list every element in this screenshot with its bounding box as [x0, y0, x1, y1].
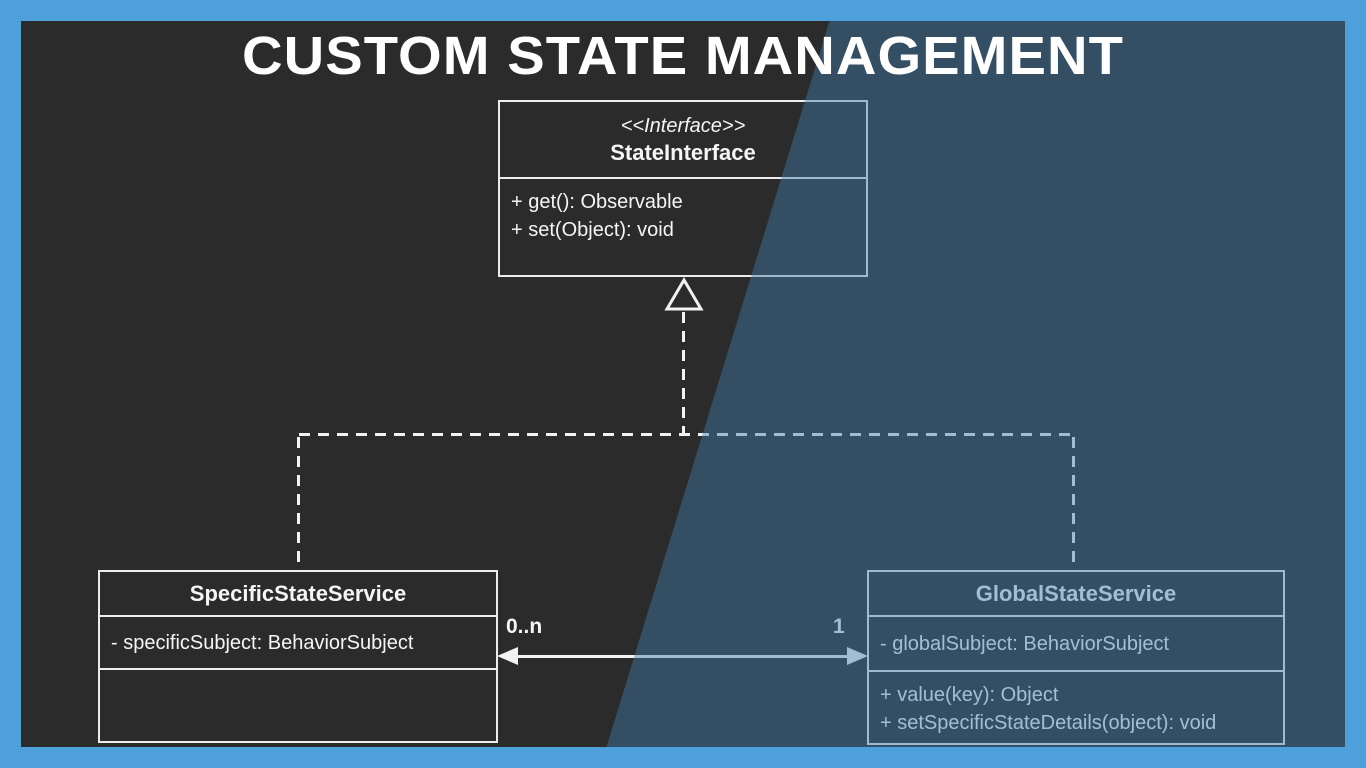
- globalstateservice-methods: + value(key): Object + setSpecificStateD…: [869, 670, 1283, 743]
- specificstateservice-header: SpecificStateService: [100, 572, 496, 615]
- multiplicity-label-right: 1: [833, 615, 845, 638]
- specificstateservice-attributes: - specificSubject: BehaviorSubject: [100, 615, 496, 668]
- class-box-globalstateservice: GlobalStateService - globalSubject: Beha…: [867, 570, 1285, 745]
- association-arrowhead-right-icon: [847, 647, 868, 665]
- frame-border-left: [0, 0, 21, 768]
- page-title: CUSTOM STATE MANAGEMENT: [242, 26, 1124, 86]
- realization-dashed-line-center: [682, 312, 685, 433]
- frame-border-bottom: [0, 747, 1366, 768]
- globalstateservice-name: GlobalStateService: [975, 581, 1177, 606]
- globalstateservice-method-value: + value(key): Object: [880, 684, 1059, 706]
- realization-dashed-line-horizontal: [299, 433, 1075, 436]
- class-box-stateinterface: <<Interface>> StateInterface + get(): Ob…: [498, 100, 868, 277]
- class-box-specificstateservice: SpecificStateService - specificSubject: …: [98, 570, 498, 743]
- stateinterface-header: <<Interface>> StateInterface: [500, 102, 866, 177]
- association-arrowhead-left-icon: [497, 647, 518, 665]
- stateinterface-member-set: + set(Object): void: [511, 219, 674, 241]
- frame-border-right: [1345, 0, 1366, 768]
- specificstateservice-name: SpecificStateService: [189, 581, 407, 606]
- realization-triangle-arrowhead-icon: [664, 277, 704, 311]
- stateinterface-name: StateInterface: [610, 140, 756, 165]
- multiplicity-label-left: 0..n: [506, 615, 543, 638]
- specificstateservice-methods-empty: [100, 668, 496, 741]
- realization-dashed-line-right: [1072, 437, 1075, 570]
- globalstateservice-header: GlobalStateService: [869, 572, 1283, 615]
- stateinterface-member-get: + get(): Observable: [511, 191, 683, 213]
- specificstateservice-attribute: - specificSubject: BehaviorSubject: [111, 631, 414, 654]
- realization-dashed-line-left: [297, 437, 300, 570]
- globalstateservice-method-setspecific: + setSpecificStateDetails(object): void: [880, 712, 1217, 734]
- frame-border-top: [0, 0, 1366, 21]
- stateinterface-members: + get(): Observable + set(Object): void: [500, 177, 866, 275]
- stateinterface-stereotype: <<Interface>>: [620, 115, 746, 137]
- globalstateservice-attributes: - globalSubject: BehaviorSubject: [869, 615, 1283, 670]
- globalstateservice-attribute: - globalSubject: BehaviorSubject: [880, 632, 1170, 655]
- association-line: [514, 655, 852, 658]
